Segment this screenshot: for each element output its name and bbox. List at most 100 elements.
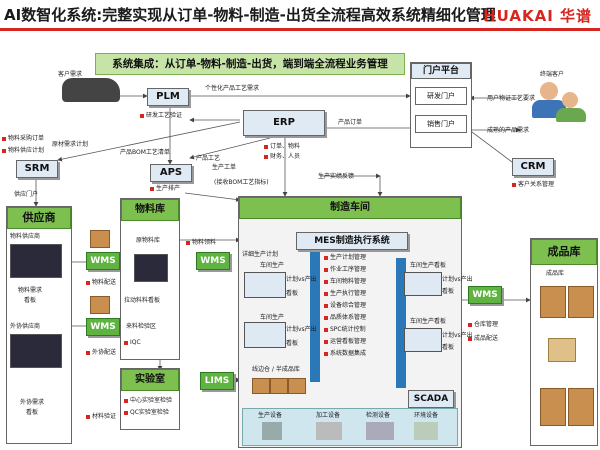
- box-icon: [252, 378, 270, 394]
- box-icon: [90, 230, 110, 248]
- dashboard-screen-icon: [244, 272, 286, 298]
- machine-icon: [366, 422, 394, 440]
- material-verify-text: 材料验证: [92, 413, 117, 420]
- crm-node[interactable]: CRM: [512, 158, 554, 176]
- product-bom-label: 产品BOM工艺清单: [120, 149, 170, 156]
- supplier-title: 供应商: [7, 207, 71, 229]
- finished-delivery-label: 成品配送: [468, 334, 498, 343]
- dashboard-screen-icon: [404, 328, 442, 352]
- monitor-icon: [10, 244, 62, 278]
- mes-item-text: 作业工序管理: [330, 266, 367, 273]
- finished-delivery-text: 成品配送: [474, 335, 499, 342]
- gen-plan-text: 生产排产: [156, 185, 181, 192]
- monitor-icon: [10, 334, 62, 368]
- person-icon: [562, 92, 578, 108]
- aps-node[interactable]: APS: [150, 164, 192, 182]
- pallet-icon: [540, 388, 566, 426]
- gen-plan-label: 生产排产: [150, 184, 180, 193]
- qc-lab-label: QC实验室检验: [124, 408, 169, 417]
- mes-item-text: 生产计划管理: [330, 254, 367, 261]
- warehouse-mgmt-label: 仓库管理: [468, 320, 498, 329]
- lims-node[interactable]: LIMS: [200, 372, 234, 390]
- buffer-semi-label: 线边仓 / 半成品库: [252, 366, 300, 373]
- plan-vs-actual-label-2: 计划vs产出: [286, 326, 317, 333]
- plan-vs-actual-label-3: 计划vs产出: [442, 276, 473, 283]
- iqc-text: IQC: [130, 339, 141, 346]
- wms-node-1[interactable]: WMS: [86, 252, 120, 270]
- portal-title: 门户平台: [411, 63, 471, 79]
- material-verify-label: 材料验证: [86, 412, 116, 421]
- incoming-zone-label: 来料检验区: [126, 323, 157, 330]
- material-pick-label: 物料领料: [186, 238, 216, 247]
- dashboard-label-2: 看板: [26, 409, 39, 416]
- dev-portal[interactable]: 研发门户: [415, 87, 467, 105]
- dashboard-screen-icon: [244, 322, 286, 348]
- qc-center-text: 中心实验室检验: [130, 397, 173, 404]
- material-pick-text: 物料领料: [192, 239, 217, 246]
- mes-item: 生产执行管理: [324, 290, 396, 298]
- srm-node[interactable]: SRM: [16, 160, 58, 178]
- custom-process-label: 个性化产品工艺需求: [205, 85, 260, 92]
- workshop-title: 制造车间: [239, 197, 461, 219]
- order-material-text: 订单、物料: [270, 143, 301, 150]
- erp-node[interactable]: ERP: [243, 110, 325, 136]
- mes-item-text: 车间物料管理: [330, 278, 367, 285]
- material-supplier-label: 物料供应商: [10, 233, 41, 240]
- scada-node[interactable]: SCADA: [408, 390, 454, 408]
- wms-node-2[interactable]: WMS: [86, 318, 120, 336]
- customer-relation-text: 客户关系管理: [518, 181, 555, 188]
- mes-item: 运营看板管理: [324, 338, 396, 346]
- plan-vs-actual-label-4: 计划vs产出: [442, 332, 473, 339]
- equipment-production: 生产设备: [258, 412, 283, 419]
- mes-item: SPC统计控制: [324, 326, 396, 334]
- plm-node[interactable]: PLM: [147, 88, 189, 106]
- rd-verify-text: 研发工艺验证: [146, 112, 183, 119]
- mes-item: 作业工序管理: [324, 266, 396, 274]
- finance-people-text: 财务、人员: [270, 153, 301, 160]
- dashboard-label-3: 看板: [286, 290, 299, 297]
- outsourcing-delivery-label: 外协配送: [86, 348, 116, 357]
- portal-panel: 门户平台 研发门户 销售门户: [410, 62, 472, 148]
- mes-item-text: 生产执行管理: [330, 290, 367, 297]
- wms-node-4[interactable]: WMS: [468, 286, 502, 304]
- bullet-icon: [86, 350, 90, 355]
- person-icon: [540, 82, 558, 100]
- bullet-icon: [86, 414, 90, 419]
- mes-item: 设备综合管理: [324, 302, 396, 310]
- outsourcing-need-label: 外协需求: [20, 399, 45, 406]
- pallet-icon: [540, 286, 566, 318]
- bullet-icon: [2, 136, 6, 141]
- pallet-icon: [568, 388, 594, 426]
- bullet-icon: [264, 154, 268, 159]
- brand-logo: HUAKAI 华谱: [483, 7, 592, 25]
- iqc-label: IQC: [124, 338, 141, 347]
- ws-prod-label-2: 车间生产: [260, 314, 285, 321]
- order-material-label: 订单、物料: [264, 142, 300, 151]
- mes-item-text: SPC统计控制: [330, 326, 366, 333]
- integration-banner: 系统集成：从订单-物料-制造-出货，端到端全流程业务管理: [95, 53, 405, 75]
- bullet-icon: [86, 280, 90, 285]
- raw-storage-label: 原物料库: [136, 237, 161, 244]
- mes-item: 车间物料管理: [324, 278, 396, 286]
- lab-panel: 实验室: [120, 368, 180, 430]
- qc-lab-text: QC实验室检验: [130, 409, 169, 416]
- dashboard-label-4: 看板: [286, 340, 299, 347]
- equipment-processing: 加工设备: [316, 412, 341, 419]
- bullet-icon: [468, 322, 472, 327]
- bullet-icon: [150, 186, 154, 191]
- wms-node-3[interactable]: WMS: [196, 252, 230, 270]
- dashboard-label-6: 看板: [442, 344, 455, 351]
- customer-demand-label: 客户需求: [58, 71, 83, 78]
- dashboard-screen-icon: [404, 272, 442, 296]
- rd-verify-label: 研发工艺验证: [140, 111, 182, 120]
- finished-req-label: 成熟的产品需求: [487, 127, 530, 134]
- material-purchase-label: 物料采购订单: [2, 134, 44, 143]
- warehouse-title: 成品库: [531, 239, 597, 265]
- mes-node[interactable]: MES制造执行系统: [296, 232, 408, 250]
- sales-portal[interactable]: 销售门户: [415, 115, 467, 133]
- car-icon: [62, 78, 120, 102]
- machine-icon: [414, 422, 438, 440]
- detail-plan-label: 详细生产计划: [242, 251, 279, 258]
- finance-people-label: 财务、人员: [264, 152, 300, 161]
- equipment-environment: 环境设备: [414, 412, 439, 419]
